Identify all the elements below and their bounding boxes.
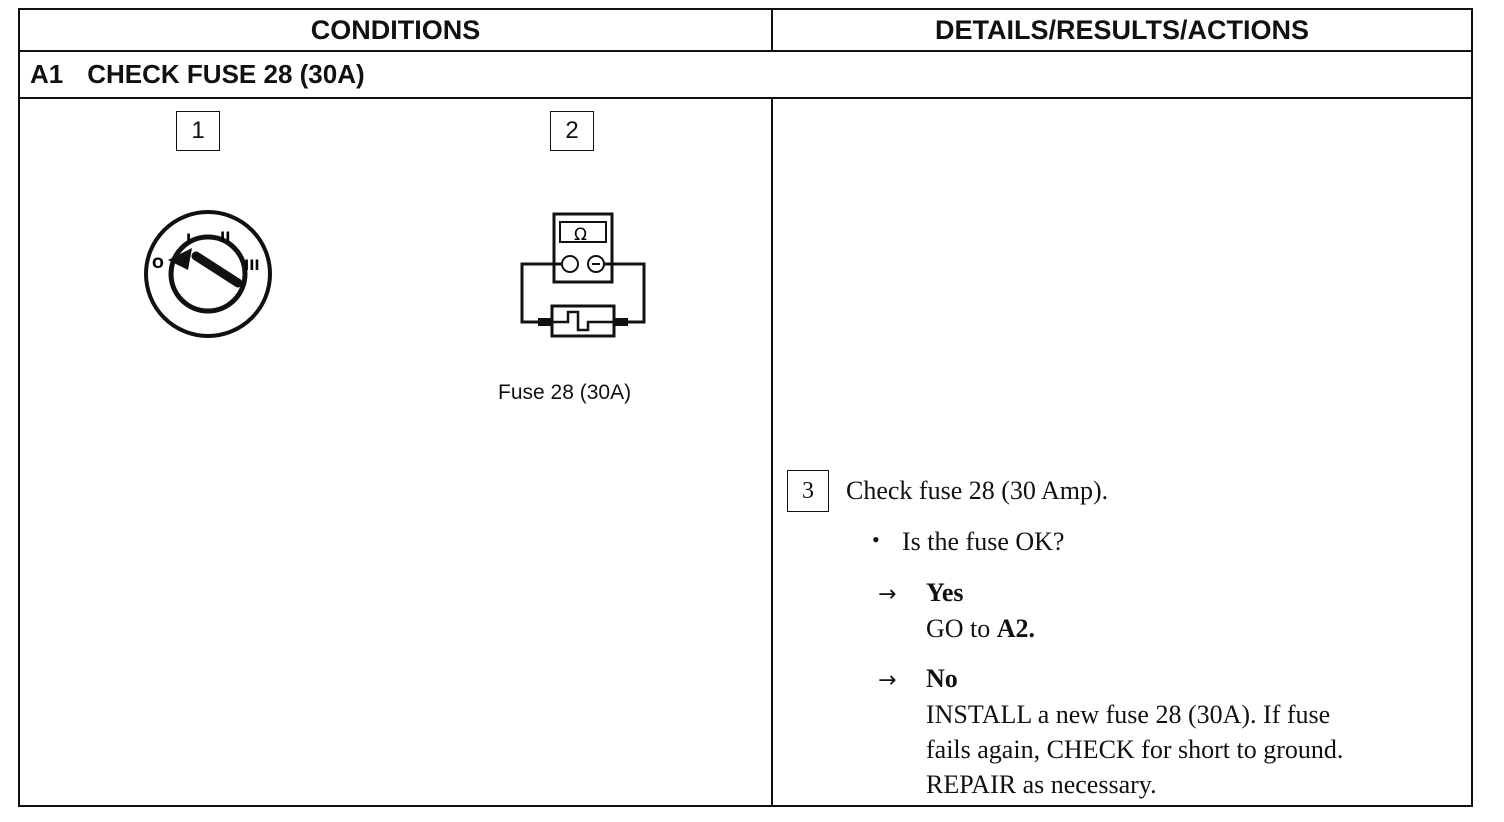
bullet-icon: • — [872, 527, 880, 552]
instruction-text: Check fuse 28 (30 Amp). — [846, 476, 1109, 505]
fuse-caption: Fuse 28 (30A) — [498, 381, 632, 404]
ohmmeter-fuse-diagram: Ω — [520, 212, 646, 338]
yes-action-target: A2. — [996, 614, 1036, 643]
ohm-icon: Ω — [574, 225, 587, 245]
column-divider — [771, 99, 773, 805]
ignition-switch-icon: O I II III — [144, 210, 272, 338]
step-title-row: A1 CHECK FUSE 28 (30A) — [20, 52, 1471, 99]
diagnostic-table: CONDITIONS DETAILS/RESULTS/ACTIONS A1 CH… — [18, 8, 1473, 807]
yes-action-prefix: GO to — [926, 614, 997, 643]
step-box-3: 3 — [787, 470, 829, 512]
no-label: No — [926, 664, 958, 693]
no-action-line-1: INSTALL a new fuse 28 (30A). If fuse — [926, 700, 1331, 729]
conditions-header: CONDITIONS — [20, 10, 773, 52]
question-text: Is the fuse OK? — [902, 527, 1065, 556]
step-box-1: 1 — [176, 111, 220, 151]
arrow-right-icon: → — [878, 582, 897, 607]
details-header: DETAILS/RESULTS/ACTIONS — [773, 10, 1471, 52]
ignition-position-2: II — [220, 230, 230, 246]
step-id: A1 — [30, 59, 64, 89]
arrow-right-icon: → — [878, 668, 897, 693]
yes-label: Yes — [926, 578, 964, 607]
no-action-line-2: fails again, CHECK for short to ground. — [926, 735, 1344, 764]
ignition-position-1: I — [186, 232, 191, 248]
step-title: CHECK FUSE 28 (30A) — [87, 59, 365, 89]
ignition-position-3: III — [244, 258, 260, 274]
no-action-line-3: REPAIR as necessary. — [926, 770, 1157, 799]
step-box-2: 2 — [550, 111, 594, 151]
ignition-position-0: O — [152, 256, 164, 272]
yes-action: GO to A2. — [926, 614, 1035, 644]
